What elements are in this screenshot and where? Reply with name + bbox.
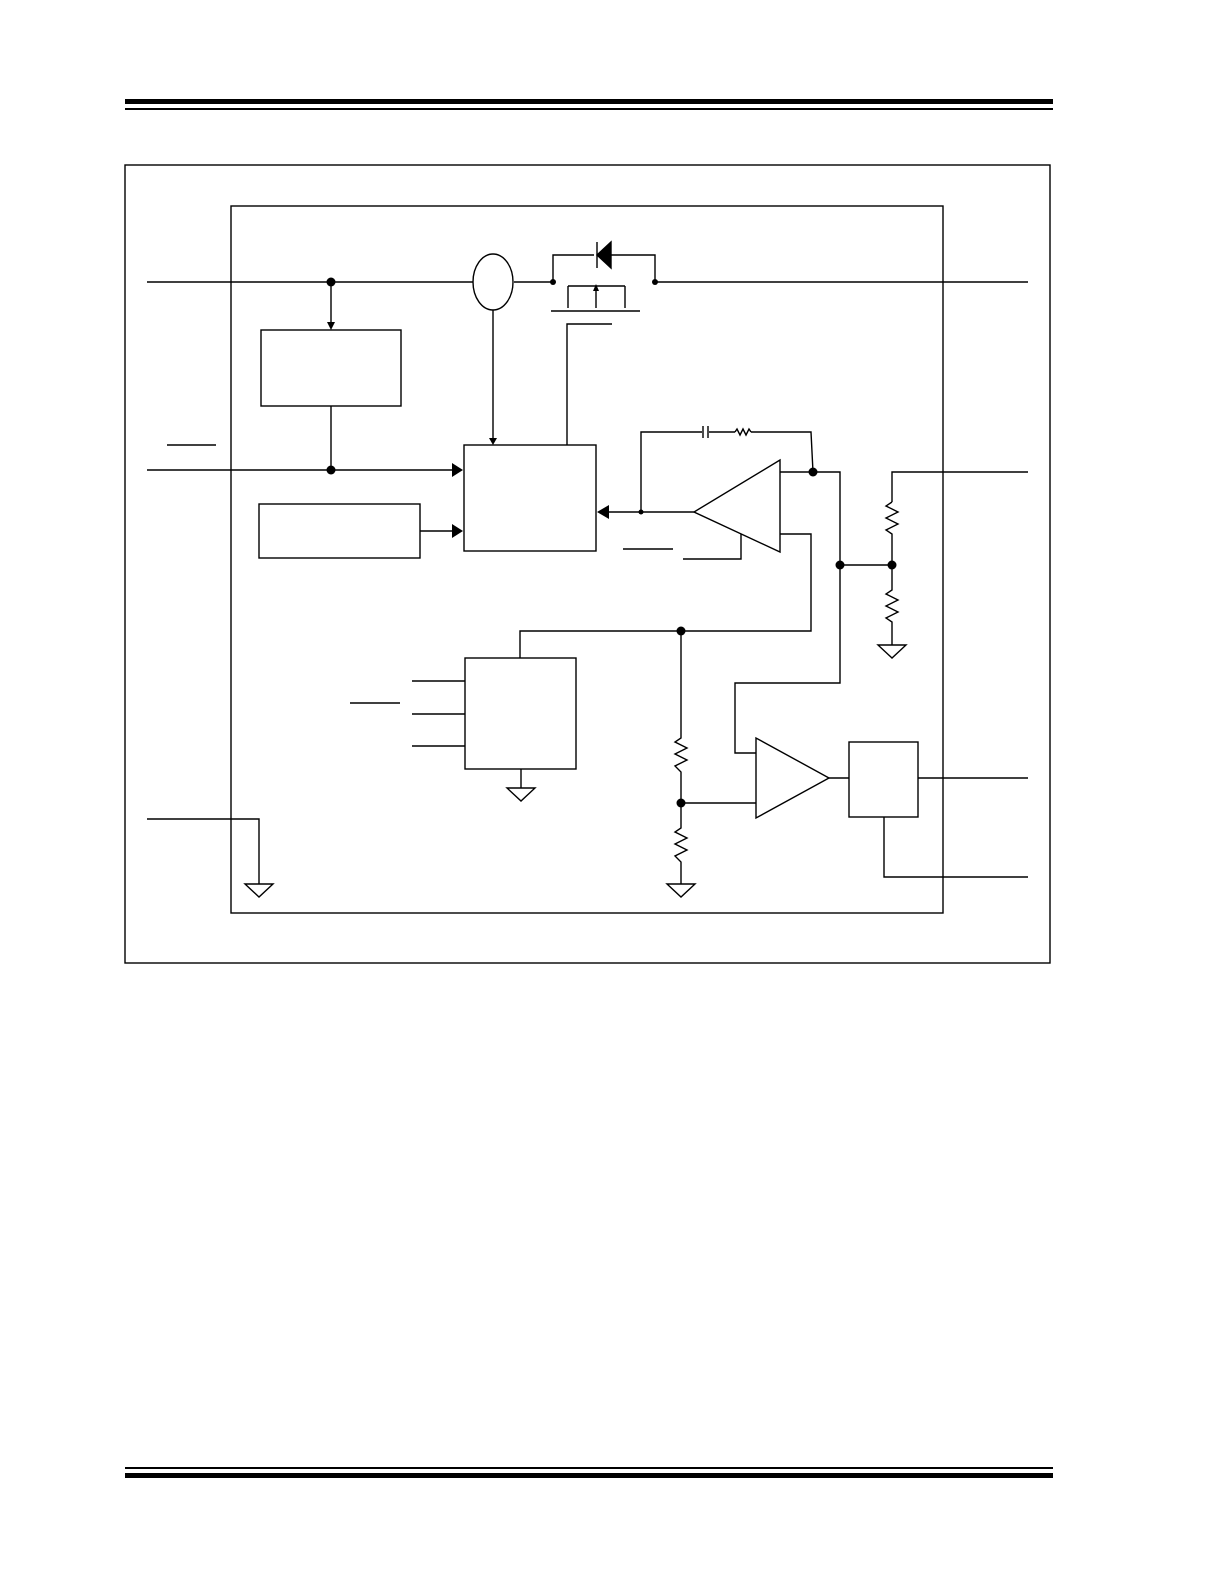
ground-pin-line (147, 818, 260, 884)
ground-icon (243, 883, 275, 898)
upper-left-block (260, 329, 402, 407)
pass-transistor (550, 240, 658, 312)
footer-rule-thin (125, 1467, 1053, 1469)
ground-icon (505, 787, 537, 802)
footer-rule-thick (125, 1473, 1053, 1478)
output-block (848, 741, 919, 818)
diode-icon (595, 240, 612, 270)
resistor-icon (673, 803, 689, 884)
arrow-right-icon (452, 524, 463, 538)
reference-block (464, 657, 577, 770)
arrow-up-icon (593, 284, 599, 291)
ground-icon (876, 644, 908, 659)
arrow-down-icon (327, 322, 335, 330)
gate-drive-line (566, 323, 612, 445)
current-sense-element (472, 253, 514, 311)
chip-boundary (230, 205, 944, 914)
resistor-icon (734, 427, 752, 437)
resistor-icon (884, 565, 900, 645)
arrow-head-icon (489, 438, 497, 445)
error-amplifier (692, 458, 781, 554)
reference-to-amp-line (519, 533, 812, 658)
header-rule-thin (125, 108, 1053, 110)
resistor-icon (884, 501, 900, 565)
arrow-left-icon (597, 505, 609, 519)
junction-dot (835, 560, 845, 570)
feedback-sense-line (734, 471, 841, 754)
feedback-pin-line (891, 471, 1028, 502)
comparator (755, 736, 831, 820)
control-block (463, 444, 597, 552)
header-rule-thick (125, 99, 1053, 104)
lower-left-block (258, 503, 421, 559)
output-pin-line (883, 817, 1028, 878)
figure-frame (124, 164, 1051, 964)
compensation-line (640, 431, 702, 512)
junction-dot (326, 465, 336, 475)
arrow-right-icon (452, 463, 463, 477)
resistor-icon (673, 631, 689, 803)
ground-icon (665, 883, 697, 898)
